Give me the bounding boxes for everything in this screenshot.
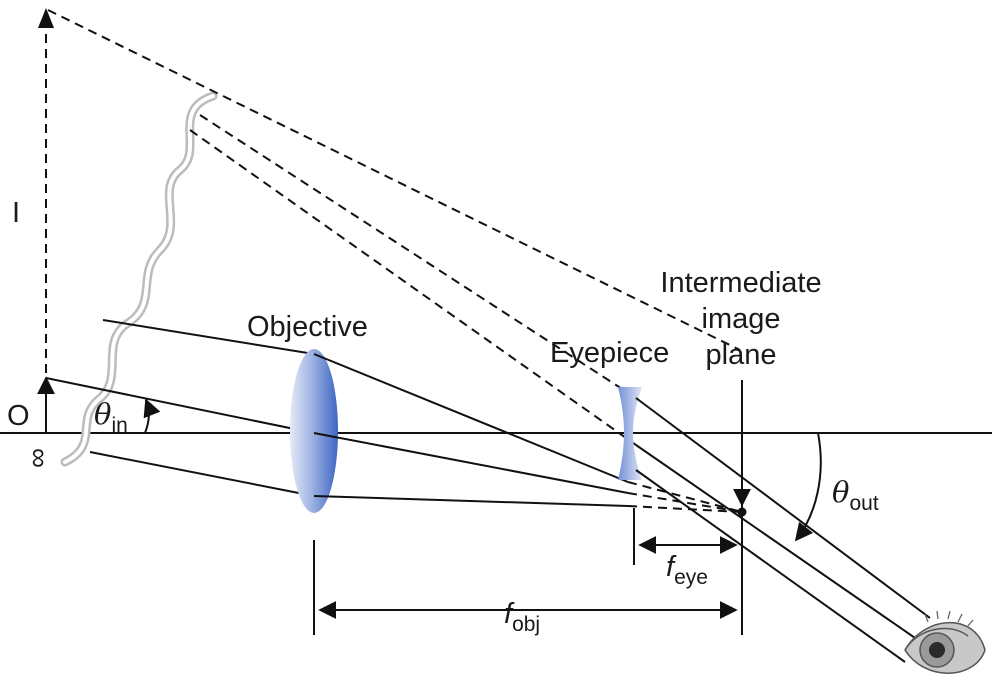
focal-point: [737, 507, 747, 517]
object-label: O: [7, 400, 30, 432]
eyepiece-label: Eyepiece: [550, 337, 669, 369]
incoming-ray-top: [102, 319, 315, 355]
intermediate-label-line1: Intermediate: [660, 267, 821, 299]
theta-in-label: θin: [94, 397, 128, 437]
exit-ray-middle: [635, 444, 919, 641]
objective-ray-top: [313, 353, 629, 483]
objective-label: Objective: [247, 311, 368, 343]
virtual-ray-3: [189, 129, 637, 446]
infinity-symbol: ∞: [24, 448, 55, 468]
intermediate-label-line2: image: [702, 303, 781, 335]
f-obj-label: fobj: [504, 598, 540, 636]
theta-out-arc: [794, 432, 822, 542]
image-label: I: [12, 197, 20, 229]
objective-ray-bottom: [313, 495, 629, 507]
incoming-ray-chief: [45, 377, 315, 434]
theta-in-arc: [143, 398, 161, 434]
virtual-ray-2: [199, 114, 637, 399]
exit-ray-top: [635, 397, 931, 619]
virtual-ray-1: [47, 9, 741, 351]
intermediate-label-line3: plane: [706, 339, 777, 371]
exit-ray-bottom: [635, 469, 906, 663]
objective-ray-chief: [313, 432, 629, 494]
objective-lens: [290, 349, 338, 513]
eyepiece-lens: [618, 387, 642, 480]
theta-out-label: θout: [832, 475, 879, 515]
f-eye-label: feye: [666, 551, 708, 589]
incoming-ray-bottom: [89, 451, 315, 497]
eye-icon: [904, 610, 986, 674]
